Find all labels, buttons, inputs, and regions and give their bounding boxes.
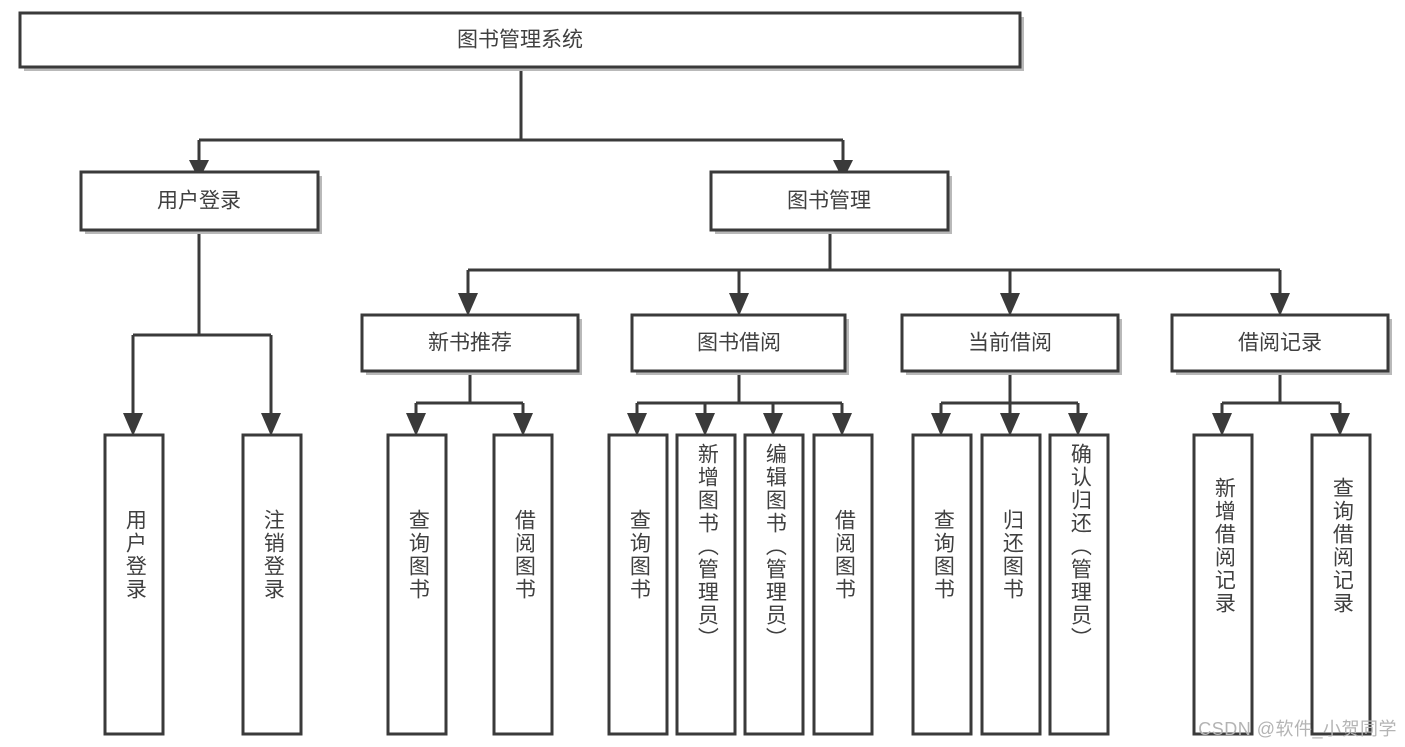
node-book-borrow-label: 图书借阅 bbox=[697, 332, 781, 355]
arrowhead-leaf-bb-edit bbox=[763, 413, 783, 436]
connector-new-book-children bbox=[414, 375, 525, 418]
node-root[interactable]: 图书管理系统 bbox=[18, 11, 1024, 71]
arrowhead-leaf-nb-query bbox=[406, 413, 426, 436]
arrowhead-leaf-cb-return bbox=[1000, 413, 1020, 436]
node-book-manage-box[interactable] bbox=[709, 170, 950, 232]
node-borrow-record-label: 借阅记录 bbox=[1238, 332, 1322, 355]
leaf-box-bb-query-book[interactable] bbox=[607, 433, 669, 736]
arrowhead-leaf-bb-add bbox=[695, 413, 715, 436]
connector-current-borrow-children bbox=[939, 375, 1080, 418]
leaf-box-br-query-record[interactable] bbox=[1310, 433, 1372, 736]
node-current-borrow-box[interactable] bbox=[900, 313, 1120, 373]
leaf-box-br-add-record[interactable] bbox=[1192, 433, 1254, 736]
arrowhead-leaf-bb-borrow bbox=[832, 413, 852, 436]
node-new-book-label: 新书推荐 bbox=[428, 332, 512, 355]
arrowhead-current-borrow bbox=[1000, 293, 1020, 316]
arrowhead-leaf-user-login bbox=[123, 413, 143, 436]
node-book-manage[interactable]: 图书管理 bbox=[709, 170, 952, 234]
node-user-login-label: 用户登录 bbox=[157, 190, 241, 213]
connector-book-borrow-children bbox=[635, 375, 844, 418]
leaf-box-user-login[interactable] bbox=[103, 433, 165, 736]
arrowhead-leaf-br-query bbox=[1330, 413, 1350, 436]
node-borrow-record[interactable]: 借阅记录 bbox=[1170, 313, 1392, 375]
node-root-label: 图书管理系统 bbox=[457, 29, 583, 52]
node-book-borrow[interactable]: 图书借阅 bbox=[630, 313, 849, 375]
arrowhead-leaf-cb-query bbox=[931, 413, 951, 436]
leaf-box-nb-query-book[interactable] bbox=[386, 433, 448, 736]
arrowhead-leaf-br-add bbox=[1212, 413, 1232, 436]
node-root-box[interactable] bbox=[18, 11, 1022, 69]
leaf-box-cb-return-book[interactable] bbox=[980, 433, 1042, 736]
connector-book-manage-children bbox=[466, 232, 1282, 298]
node-borrow-record-box[interactable] bbox=[1170, 313, 1390, 373]
leaf-box-cb-confirm-return[interactable] bbox=[1048, 433, 1110, 736]
arrowhead-leaf-cb-confirm bbox=[1068, 413, 1088, 436]
connector-borrow-record-children bbox=[1220, 375, 1342, 418]
node-current-borrow[interactable]: 当前借阅 bbox=[900, 313, 1122, 375]
connector-user-login-children bbox=[131, 232, 273, 418]
leaf-box-logout[interactable] bbox=[241, 433, 303, 736]
arrowhead-leaf-logout bbox=[261, 413, 281, 436]
connector-layer bbox=[123, 68, 1350, 436]
arrowhead-book-manage bbox=[833, 160, 853, 180]
node-new-book-box[interactable] bbox=[360, 313, 580, 373]
leaf-box-bb-borrow-book[interactable] bbox=[812, 433, 874, 736]
arrowhead-new-book bbox=[458, 293, 478, 316]
leaf-box-bb-edit-book[interactable] bbox=[743, 433, 805, 736]
node-user-login[interactable]: 用户登录 bbox=[79, 170, 322, 234]
arrowhead-leaf-bb-query bbox=[627, 413, 647, 436]
csdn-watermark: CSDN @软件_小贺同学 bbox=[1198, 719, 1397, 739]
node-book-borrow-box[interactable] bbox=[630, 313, 847, 373]
node-current-borrow-label: 当前借阅 bbox=[968, 332, 1052, 355]
node-user-login-box[interactable] bbox=[79, 170, 320, 232]
leaf-box-bb-add-book[interactable] bbox=[675, 433, 737, 736]
arrowhead-borrow-record bbox=[1270, 293, 1290, 316]
arrowhead-book-borrow bbox=[729, 293, 749, 316]
leaf-box-cb-query-book[interactable] bbox=[911, 433, 973, 736]
leaf-box-nb-borrow-book[interactable] bbox=[492, 433, 554, 736]
arrowhead-leaf-nb-borrow bbox=[513, 413, 533, 436]
arrowhead-user-login bbox=[189, 160, 209, 180]
node-book-manage-label: 图书管理 bbox=[787, 190, 871, 213]
connector-root-trunk bbox=[197, 68, 845, 160]
node-new-book-recommend[interactable]: 新书推荐 bbox=[360, 313, 582, 375]
